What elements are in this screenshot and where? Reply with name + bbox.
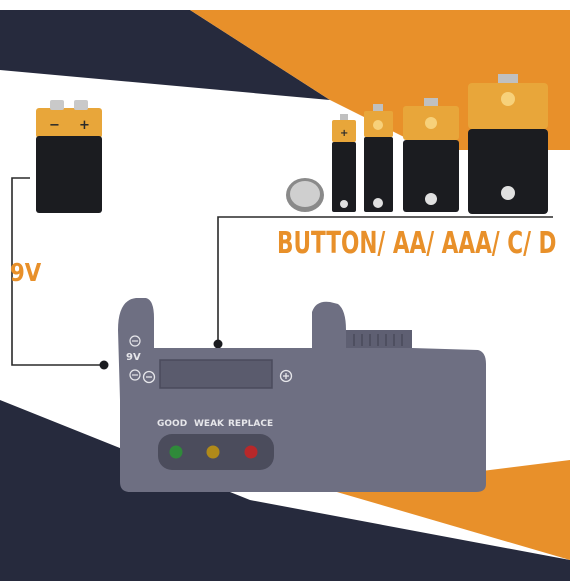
battery-aa: [364, 104, 393, 212]
svg-text:+: +: [340, 128, 348, 139]
supported-types-label: BUTTON/ AA/ AAA/ C/ D: [277, 226, 557, 261]
nine-volt-label: 9V: [10, 258, 42, 287]
led-weak: [206, 445, 220, 459]
svg-text:+: +: [79, 118, 90, 133]
white-wedge: [0, 70, 330, 100]
battery-c: [403, 98, 459, 212]
led-good: [169, 445, 183, 459]
slot-9v-label: 9V: [126, 352, 141, 363]
battery-tester-device: [118, 298, 486, 492]
navy-bottom-band: [0, 400, 570, 581]
connector-line-9v: [11, 177, 104, 366]
battery-d: [468, 74, 548, 214]
battery-button-cell: [286, 178, 324, 212]
battery-aaa: +: [332, 114, 356, 212]
connector-dot-cells: [213, 339, 223, 349]
indicator-label-replace: REPLACE: [228, 419, 274, 429]
indicator-label-weak: WEAK: [194, 419, 225, 429]
cell-slot: [159, 359, 273, 389]
connector-line-cells: [217, 216, 553, 344]
svg-text:−: −: [49, 118, 60, 133]
battery-9v: − +: [36, 100, 102, 213]
indicator-label-good: GOOD: [157, 419, 188, 429]
led-replace: [244, 445, 258, 459]
connector-dot-9v: [99, 360, 109, 370]
